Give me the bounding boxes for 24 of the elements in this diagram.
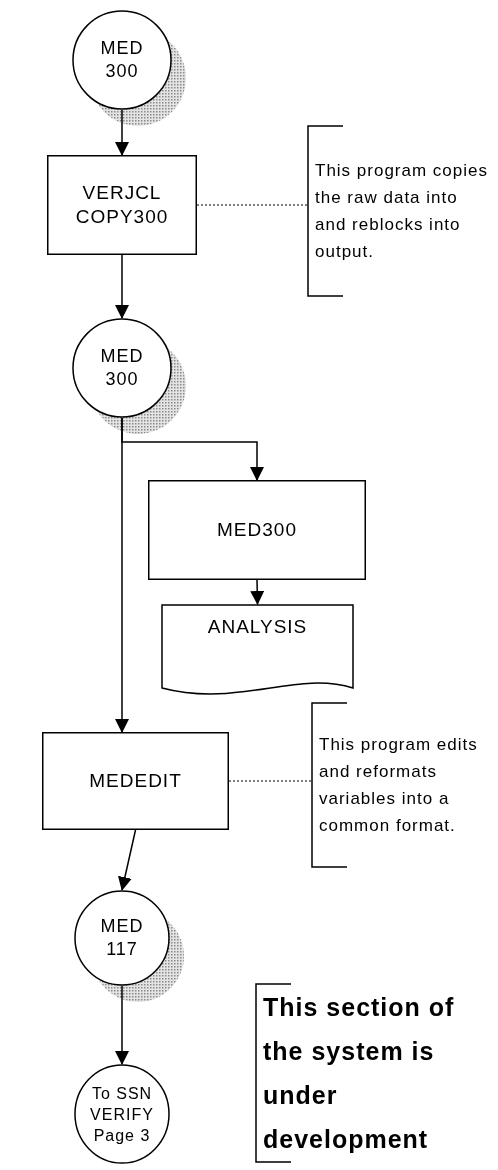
data-circle [72, 318, 172, 418]
arrow [115, 254, 129, 319]
data-circle [72, 10, 172, 110]
process-box [148, 480, 366, 580]
arrow [115, 109, 129, 156]
annotation-text: This section of the system is under development [263, 992, 456, 1155]
annotation-text: This program edits and reformats variables into a common format. [319, 734, 479, 837]
arrow [115, 985, 129, 1065]
data-label: To SSN VERIFY Page 3 [89, 1083, 155, 1146]
arrow [118, 829, 137, 891]
process-label: MEDEDIT [88, 769, 183, 793]
process-box [47, 155, 197, 255]
data-label: MED 300 [99, 37, 145, 83]
data-circle [74, 890, 170, 986]
process-label: VERJCL COPY300 [74, 181, 170, 229]
data-label: MED 117 [99, 915, 145, 961]
process-label: MED300 [216, 518, 298, 542]
data-label: MED 300 [99, 345, 145, 391]
process-box [42, 732, 229, 830]
annotation-text: This program copies the raw data into and reblocks into output. [315, 160, 489, 263]
arrow [115, 417, 129, 733]
document-label: ANALYSIS [206, 615, 309, 639]
arrow [250, 579, 265, 605]
data-circle [74, 1064, 170, 1164]
